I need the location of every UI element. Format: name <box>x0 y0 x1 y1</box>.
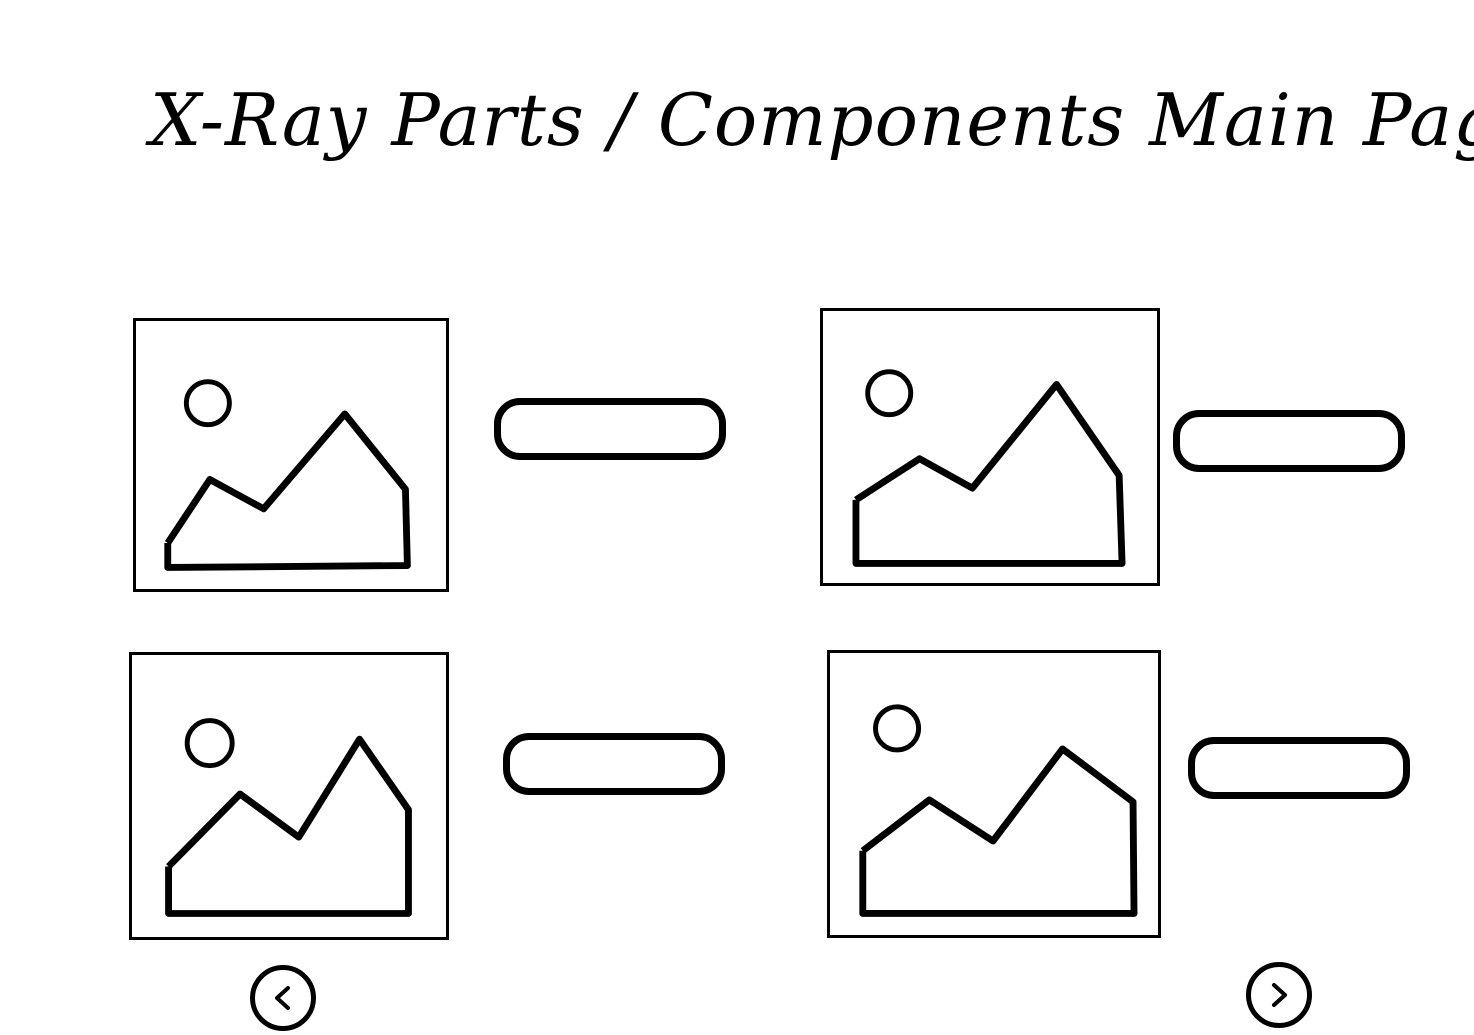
prev-page-button[interactable] <box>250 965 316 1031</box>
component-image-2[interactable] <box>820 308 1160 586</box>
image-placeholder-icon <box>165 718 412 917</box>
page-title: X-Ray Parts / Components Main Page <box>150 78 1474 162</box>
image-placeholder-icon <box>859 704 1138 917</box>
image-placeholder-icon <box>852 369 1126 567</box>
component-label-1[interactable] <box>494 398 726 460</box>
chevron-left-icon <box>275 986 290 1010</box>
chevron-right-icon <box>1272 983 1287 1007</box>
component-image-4[interactable] <box>827 650 1161 938</box>
component-image-1[interactable] <box>133 318 449 592</box>
next-page-button[interactable] <box>1246 962 1312 1028</box>
image-placeholder-icon <box>164 379 411 571</box>
component-label-4[interactable] <box>1188 737 1410 799</box>
component-label-3[interactable] <box>503 733 725 795</box>
component-image-3[interactable] <box>129 652 449 940</box>
component-label-2[interactable] <box>1173 410 1405 472</box>
